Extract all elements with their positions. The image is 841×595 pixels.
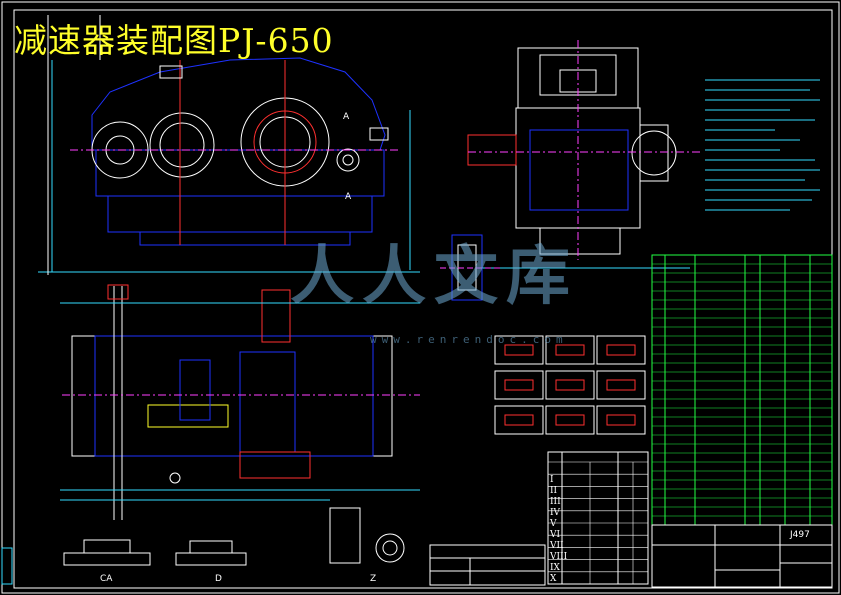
roman-numeral: V — [550, 519, 557, 529]
bearing-detail — [440, 234, 500, 301]
front-view — [38, 15, 420, 275]
title-block — [651, 524, 833, 588]
notes-lines — [705, 79, 820, 211]
roman-numeral: VIII — [550, 552, 568, 562]
roman-numeral: X — [550, 574, 557, 584]
parts-rows — [652, 263, 832, 517]
section-label-a1: A — [343, 112, 350, 122]
roman-numeral: III — [550, 497, 561, 507]
watermark-url: www.renrendoc.com — [370, 333, 568, 346]
roman-numeral: VI — [550, 530, 561, 540]
gear-table-rows — [548, 461, 648, 573]
view-label-d: D — [215, 574, 222, 584]
view-label-z: Z — [370, 574, 377, 584]
section-view — [60, 284, 420, 520]
roman-numeral: VII — [550, 541, 564, 551]
roman-numeral: IX — [550, 563, 560, 573]
requirements-block — [429, 544, 546, 586]
drawing-title: 减速器装配图PJ-650 — [14, 21, 334, 60]
roman-numeral: I — [550, 475, 554, 485]
slot-grid — [494, 335, 646, 435]
side-view — [467, 40, 700, 269]
gear-table — [547, 451, 649, 585]
view-label-ca: CA — [100, 574, 113, 584]
detail-views — [63, 507, 405, 566]
section-label-a2: A — [345, 192, 352, 202]
watermark: 人人文库 — [290, 240, 578, 314]
drawing-number: J497 — [790, 530, 810, 540]
margin-marker — [1, 547, 13, 585]
roman-numeral: II — [550, 486, 558, 496]
roman-numeral: IV — [550, 508, 561, 518]
